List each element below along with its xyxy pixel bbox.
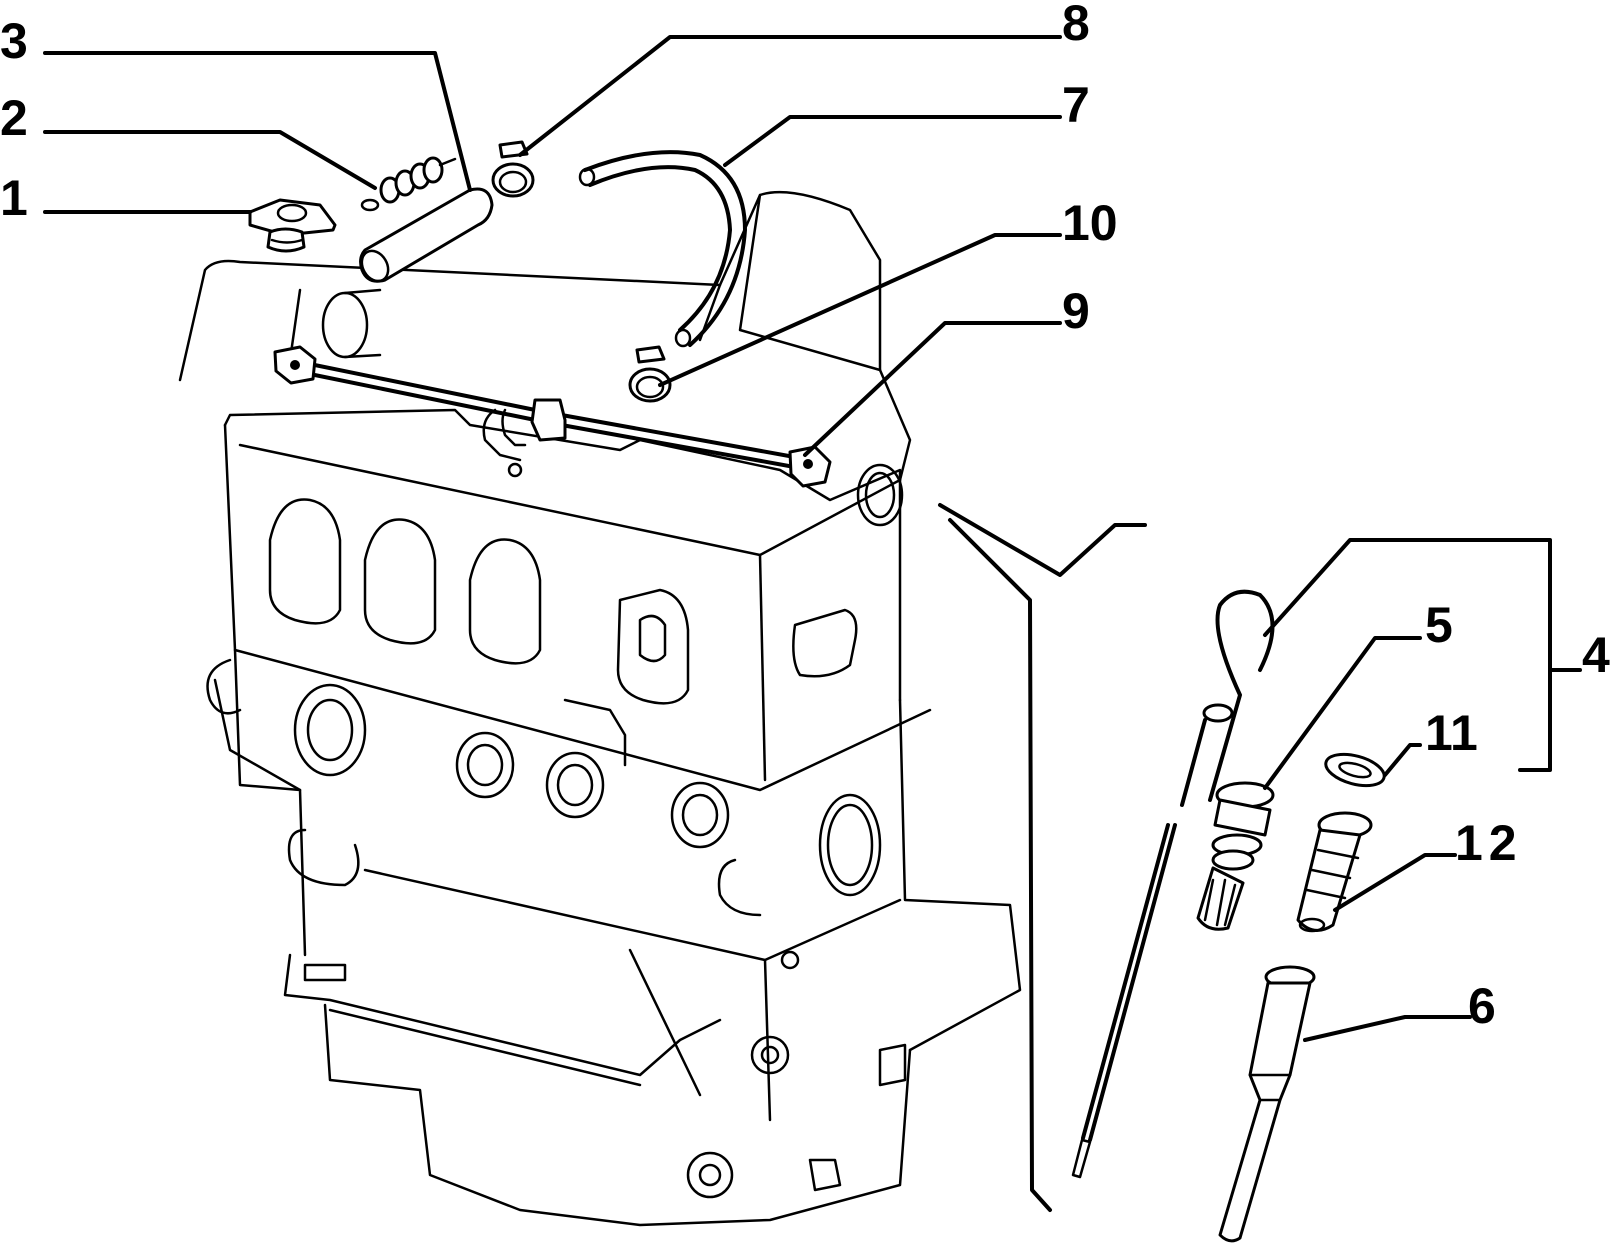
callout-12: 12 — [1455, 815, 1523, 871]
part-10-clamp — [628, 345, 672, 403]
callout-2: 2 — [0, 90, 28, 146]
part-1-cap-bracket — [248, 198, 337, 253]
callout-6: 6 — [1468, 978, 1496, 1034]
leader-lines — [43, 35, 1582, 1212]
part-11-seal — [1324, 752, 1386, 788]
part-7-hose — [578, 150, 747, 348]
callout-labels: 1 2 3 4 5 6 7 8 9 10 11 12 — [0, 0, 1610, 1034]
callout-8: 8 — [1062, 0, 1090, 51]
callout-11: 11 — [1425, 705, 1478, 761]
callout-3: 3 — [0, 13, 28, 69]
callout-7: 7 — [1062, 77, 1090, 133]
callout-10: 10 — [1062, 195, 1118, 251]
engine-block — [178, 190, 1022, 1227]
callout-1: 1 — [0, 170, 28, 226]
part-8-clamp — [491, 140, 535, 198]
callout-9: 9 — [1062, 283, 1090, 339]
callout-5: 5 — [1425, 597, 1453, 653]
part-2-bolt — [360, 156, 457, 212]
part-5-cap — [1196, 781, 1275, 931]
part-12-sleeve — [1296, 811, 1373, 933]
part-6-tube — [1218, 965, 1316, 1243]
breather-pipe-assembly — [273, 345, 832, 488]
callout-4: 4 — [1582, 627, 1610, 683]
part-3-hose — [359, 187, 494, 283]
